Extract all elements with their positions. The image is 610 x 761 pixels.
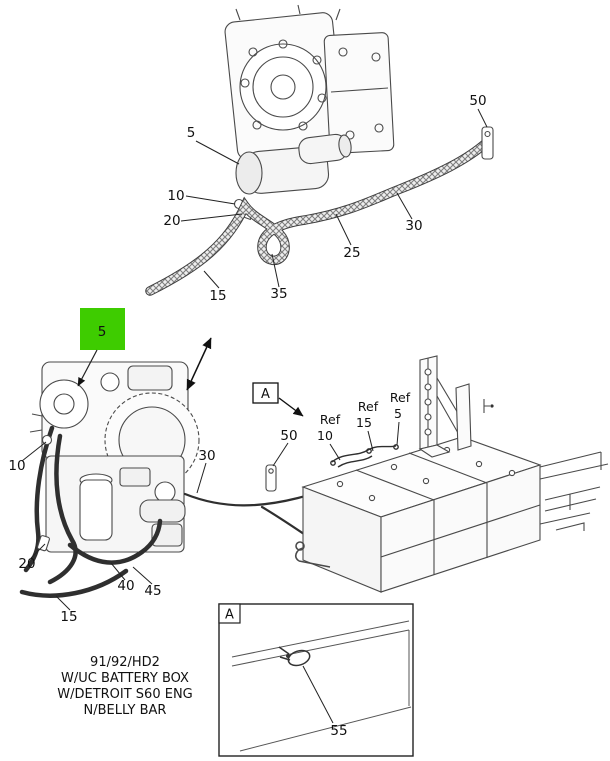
main-leader-lines	[21, 421, 400, 611]
view-marker-arrow	[278, 397, 304, 417]
detail-marker-label: A	[225, 608, 234, 623]
top-leader-lines	[180, 108, 488, 289]
caption-line-3: W/DETROIT S60 ENG	[57, 687, 193, 702]
callout-50-main[interactable]: 50	[280, 428, 297, 444]
hose-clips	[37, 434, 53, 552]
callout-35-top[interactable]: 35	[270, 286, 287, 302]
frame-rail-lines	[539, 451, 609, 531]
caption-line-1: 91/92/HD2	[90, 655, 160, 670]
battery-box	[294, 436, 542, 593]
cable-clip-mid	[265, 464, 277, 492]
engine-hoses	[19, 425, 163, 598]
highlight-rect[interactable]	[80, 308, 125, 350]
callout-40-main[interactable]: 40	[117, 578, 134, 594]
highlight-callout-box[interactable]: 5	[80, 308, 125, 350]
cable-clip-top	[481, 126, 494, 160]
caption-block: 91/92/HD2 W/UC BATTERY BOX W/DETROIT S60…	[57, 655, 193, 718]
callout-30-main[interactable]: 30	[198, 448, 215, 464]
callout-30-top[interactable]: 30	[405, 218, 422, 234]
starter-motor	[233, 133, 352, 221]
detail-view: A 55	[218, 603, 414, 757]
ref-label-10-num[interactable]: 10	[317, 428, 333, 443]
view-direction-arrow	[186, 337, 212, 391]
callout-20-main[interactable]: 20	[18, 556, 35, 572]
caption-line-4: N/BELLY BAR	[84, 703, 167, 718]
callout-10-top[interactable]: 10	[167, 188, 184, 204]
callout-5-top[interactable]: 5	[187, 125, 196, 141]
callout-50-top[interactable]: 50	[469, 93, 486, 109]
detail-marker-box	[218, 603, 241, 624]
ref-label-5-word: Ref	[390, 390, 411, 405]
view-marker-label: A	[261, 387, 270, 402]
callout-5-highlight[interactable]: 5	[98, 324, 107, 340]
top-assembly-illustration	[145, 4, 494, 296]
callout-10-main[interactable]: 10	[8, 458, 25, 474]
ref-label-15-word: Ref	[358, 399, 379, 414]
callout-55[interactable]: 55	[330, 723, 347, 739]
flywheel-housing	[224, 4, 395, 160]
view-marker-a: A	[252, 382, 279, 404]
detail-leader	[302, 665, 334, 724]
caption-line-2: W/UC BATTERY BOX	[61, 671, 189, 686]
highlight-leader	[77, 349, 98, 387]
engine-illustration	[19, 361, 342, 598]
callout-15-top[interactable]: 15	[209, 288, 226, 304]
cable-tie	[278, 646, 311, 667]
ref-label-10-word: Ref	[320, 412, 341, 427]
callout-15-main[interactable]: 15	[60, 609, 77, 625]
ref-label-5-num[interactable]: 5	[394, 406, 402, 421]
ref-label-15-num[interactable]: 15	[356, 415, 372, 430]
callout-20-top[interactable]: 20	[163, 213, 180, 229]
detail-sketch	[231, 620, 412, 752]
battery-cable-top	[145, 137, 492, 296]
battery-cables-top	[330, 444, 399, 468]
holddown-hook	[294, 541, 331, 568]
mounting-bracket	[418, 355, 494, 458]
callout-45-main[interactable]: 45	[144, 583, 161, 599]
detail-view-border	[218, 603, 414, 757]
callout-25-top[interactable]: 25	[343, 245, 360, 261]
